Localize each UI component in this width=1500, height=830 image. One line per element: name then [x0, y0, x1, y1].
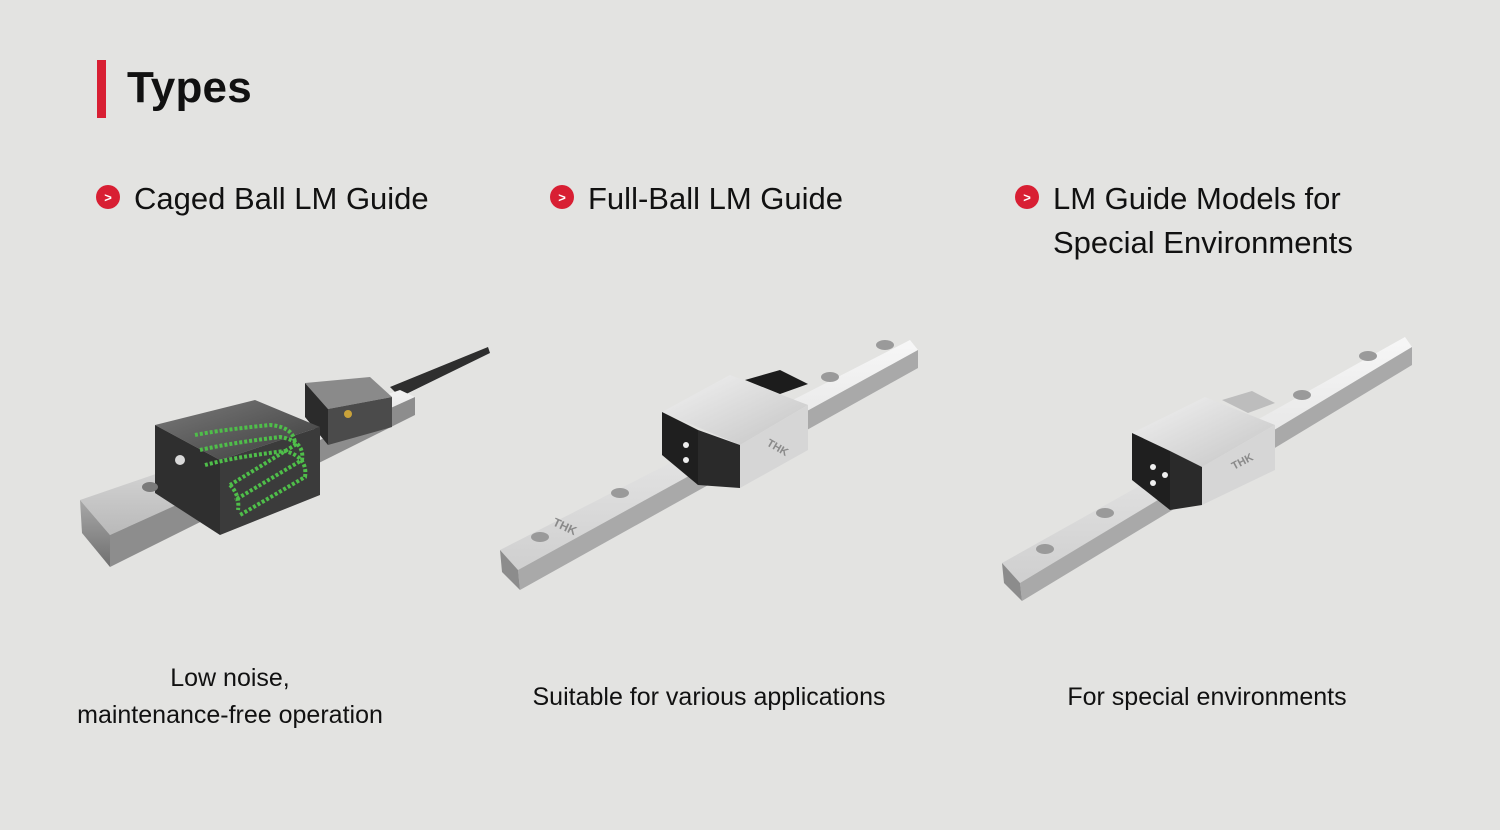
description-caged-ball: Low noise, maintenance-free operation: [30, 660, 430, 734]
description-line-2: maintenance-free operation: [77, 701, 383, 729]
chevron-right-icon: >: [96, 185, 120, 209]
heading-caged-ball: > Caged Ball LM Guide: [96, 177, 429, 221]
heading-line-2: Special Environments: [1053, 225, 1353, 260]
special-environment-lm-guide-image: THK: [990, 325, 1430, 605]
chevron-right-icon: >: [1015, 185, 1039, 209]
chevron-right-icon: >: [550, 185, 574, 209]
full-ball-lm-guide-image: THK THK: [490, 320, 930, 600]
heading-full-ball: > Full-Ball LM Guide: [550, 177, 843, 221]
heading-caged-ball-label: Caged Ball LM Guide: [134, 181, 429, 216]
caged-ball-lm-guide-image: [70, 335, 500, 575]
heading-line-1: LM Guide Models for: [1053, 181, 1341, 216]
description-special-environments: For special environments: [1067, 683, 1347, 711]
title-accent-bar: [97, 60, 106, 118]
description-line-1: Low noise,: [170, 664, 290, 692]
description-full-ball: Suitable for various applications: [532, 683, 886, 711]
heading-full-ball-label: Full-Ball LM Guide: [588, 181, 843, 216]
page-title: Types: [127, 63, 252, 112]
